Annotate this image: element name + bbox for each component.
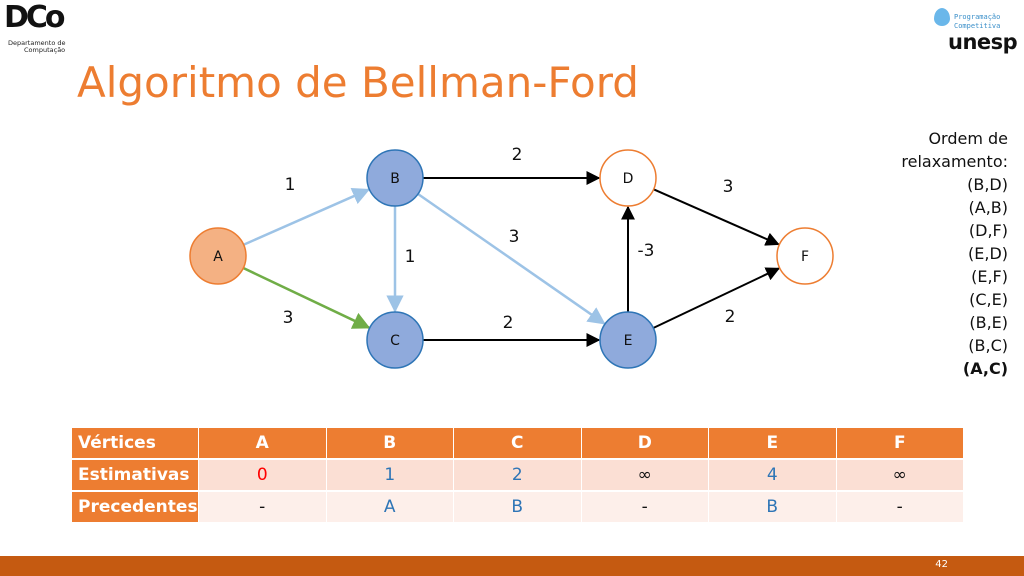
edge-weight-c-e: 2 (503, 313, 514, 333)
estimate-cell: 0 (199, 460, 327, 492)
table-row-estimates: Estimativas 0 1 2 ∞ 4 ∞ (72, 460, 964, 492)
unesp-logo-word: unesp (948, 30, 1018, 54)
edge-a-b (243, 188, 371, 246)
relaxation-order-current: (A,C) (962, 359, 1008, 378)
edge-weight-a-b: 1 (285, 175, 296, 195)
dco-logo-line2: Computação (24, 46, 66, 54)
relaxation-order-header2: relaxamento: (901, 152, 1008, 171)
edge-d-f (653, 188, 780, 246)
edge-e-f (652, 267, 781, 329)
footer-bar: 42 (0, 556, 1024, 576)
relaxation-order-item: (D,F) (968, 221, 1008, 240)
edge-weight-a-c: 3 (283, 308, 294, 328)
edge-b-e (417, 192, 606, 325)
unesp-logo: Programação Competitiva unesp (932, 6, 1018, 54)
edge-weight-b-d: 2 (512, 145, 523, 165)
node-label-b: B (390, 171, 400, 187)
predecessor-cell: A (326, 492, 454, 524)
node-d (599, 149, 657, 207)
node-f (776, 227, 834, 285)
row-label-estimates: Estimativas (72, 460, 199, 492)
edge-weight-b-e: 3 (509, 227, 520, 247)
vertex-header: C (454, 428, 582, 460)
node-a (189, 227, 247, 285)
unesp-logo-line2: Competitiva (954, 22, 1001, 30)
relaxation-order-item: (E,D) (968, 244, 1008, 263)
page-number: 42 (935, 559, 948, 570)
edge-weight-e-d: -3 (638, 241, 655, 261)
node-c (366, 311, 424, 369)
row-label-vertices: Vértices (72, 428, 199, 460)
estimate-cell: ∞ (581, 460, 709, 492)
vertex-header: D (581, 428, 709, 460)
unesp-logo-line1: Programação (954, 13, 1001, 21)
node-label-d: D (623, 171, 634, 187)
vertex-header: F (836, 428, 964, 460)
dco-logo-mark: DCo (4, 0, 66, 35)
estimate-cell: 1 (326, 460, 454, 492)
node-e (599, 311, 657, 369)
edge-a-c (242, 266, 371, 329)
predecessor-cell: B (454, 492, 582, 524)
edge-weight-d-f: 3 (723, 177, 734, 197)
relaxation-order-item: (B,D) (967, 175, 1008, 194)
relaxation-order: Ordem de relaxamento: (B,D) (A,B) (D,F) … (901, 127, 1008, 380)
node-b (366, 149, 424, 207)
relaxation-order-item: (B,E) (969, 313, 1008, 332)
node-label-e: E (624, 333, 633, 349)
edge-weight-e-f: 2 (725, 307, 736, 327)
estimate-cell: 2 (454, 460, 582, 492)
node-label-c: C (390, 333, 400, 349)
predecessor-cell: B (709, 492, 837, 524)
table-row-predecessors: Precedentes - A B - B - (72, 492, 964, 524)
vertex-header: A (199, 428, 327, 460)
estimates-table: Vértices A B C D E F Estimativas 0 1 2 ∞… (72, 428, 964, 524)
predecessor-cell: - (836, 492, 964, 524)
node-label-a: A (213, 249, 223, 265)
estimate-cell: 4 (709, 460, 837, 492)
predecessor-cell: - (581, 492, 709, 524)
relaxation-order-item: (B,C) (968, 336, 1008, 355)
predecessor-cell: - (199, 492, 327, 524)
relaxation-order-header1: Ordem de (928, 129, 1008, 148)
node-label-f: F (801, 249, 809, 265)
edge-weight-b-c: 1 (405, 247, 416, 267)
table-row-vertices: Vértices A B C D E F (72, 428, 964, 460)
balloon-icon (934, 8, 950, 26)
slide-title: Algoritmo de Bellman-Ford (77, 58, 639, 107)
vertex-header: B (326, 428, 454, 460)
vertex-header: E (709, 428, 837, 460)
dco-logo: DCo Departamento de Computação (4, 0, 80, 54)
row-label-predecessors: Precedentes (72, 492, 199, 524)
relaxation-order-item: (E,F) (971, 267, 1008, 286)
dco-logo-line1: Departamento de (8, 39, 66, 47)
graph-diagram: 1 3 1 2 3 2 -3 3 2 A B C D E F (189, 145, 834, 369)
relaxation-order-item: (A,B) (968, 198, 1009, 217)
estimate-cell: ∞ (836, 460, 964, 492)
relaxation-order-item: (C,E) (969, 290, 1008, 309)
